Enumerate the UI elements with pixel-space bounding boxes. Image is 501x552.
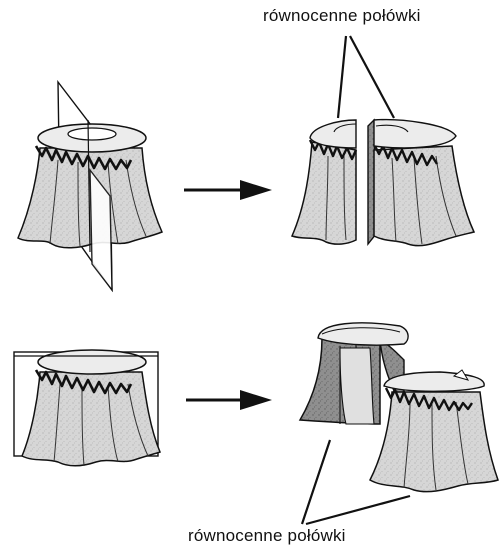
label-equal-halves-top: równocenne połówki (263, 6, 421, 26)
top-label-leaders (338, 36, 394, 118)
half-left (292, 142, 356, 244)
label-equal-halves-bottom: równocenne połówki (188, 526, 346, 546)
right-arrow-icon-2 (186, 390, 272, 410)
right-arrow-icon (184, 180, 272, 200)
jellyfish-frontal-plane (14, 350, 160, 466)
jellyfish-vertical-plane (18, 82, 162, 290)
vertical-halves (292, 120, 474, 246)
frontal-halves (300, 323, 498, 492)
